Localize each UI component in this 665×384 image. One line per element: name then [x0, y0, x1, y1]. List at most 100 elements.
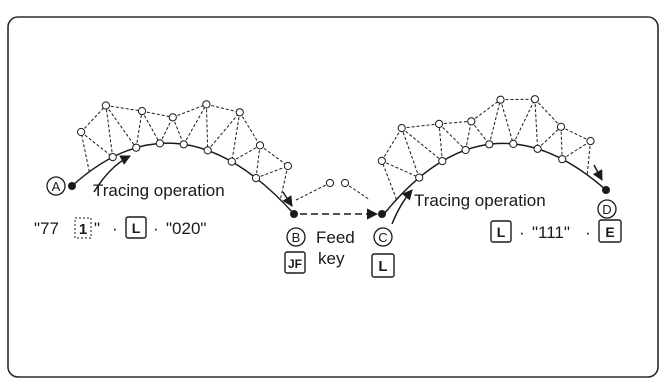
probe-line [401, 127, 420, 178]
point-a-label: A [46, 176, 66, 196]
probe-line [438, 123, 466, 151]
probe-point [397, 124, 406, 133]
tracing-direction-arrow-right [391, 189, 413, 225]
left-trace-arc [71, 142, 295, 215]
key-e-text: E [605, 224, 614, 240]
end-arrow-left [282, 191, 293, 207]
svg-text:D: D [602, 202, 611, 217]
probe-line [231, 144, 261, 163]
tracing-operation-left-label: Tracing operation [93, 181, 225, 200]
probe-line [500, 98, 535, 101]
key-l-under-c: L [371, 253, 395, 278]
probe-line [105, 105, 137, 148]
svg-text:L: L [378, 258, 387, 275]
probe-line [183, 104, 207, 145]
tracing-direction-arrow-left [93, 155, 131, 193]
probe-point [202, 100, 211, 109]
probe-point [77, 127, 86, 137]
probe-point [586, 137, 595, 146]
probe-zigzag-lines [80, 98, 591, 201]
probe-point [251, 174, 261, 183]
left-seq-quote: " [94, 219, 100, 238]
probe-point [168, 113, 177, 122]
probe-line [172, 117, 185, 145]
probe-points [77, 95, 595, 188]
key-l-box-right [490, 220, 512, 243]
key-label: key [318, 249, 345, 268]
key-l-box-left [125, 216, 147, 239]
probe-line [401, 127, 443, 162]
frame [7, 16, 659, 378]
probe-line [534, 99, 539, 149]
point-b-label: B [286, 227, 306, 247]
point-d-dot [602, 186, 610, 194]
probe-line [534, 98, 562, 128]
left-key-sequence: "77 1 " · L · "020" [34, 216, 206, 239]
probe-line [438, 123, 443, 162]
probe-line [465, 121, 472, 151]
tracing-operation-right-label: Tracing operation [414, 191, 546, 210]
left-seq-dot-1: · [112, 219, 118, 238]
jf-key: JF [284, 251, 306, 274]
probe-line [259, 144, 289, 167]
probe-line [206, 103, 240, 113]
probe-line [344, 182, 371, 201]
probe-line [159, 117, 174, 144]
svg-text:B: B [292, 230, 301, 245]
svg-text:C: C [378, 230, 387, 245]
probe-point [340, 178, 350, 188]
probe-point [155, 139, 164, 148]
probe-point [108, 153, 117, 162]
right-seq-dot-2: · [585, 223, 591, 242]
probe-line [80, 131, 90, 172]
right-key-sequence: L · "111" · E [490, 219, 622, 243]
probe-point [558, 155, 567, 164]
probe-point [377, 156, 386, 165]
svg-text:A: A [52, 179, 61, 194]
point-a-dot [68, 182, 76, 190]
point-b-dot [290, 210, 298, 218]
probe-point [137, 107, 147, 116]
probe-line [105, 105, 114, 158]
probe-point [255, 141, 265, 150]
probe-point [438, 157, 447, 166]
point-d-label: D [597, 199, 617, 219]
probe-line [141, 110, 173, 118]
probe-point [485, 140, 494, 149]
key-l-text-right: L [497, 224, 506, 240]
probe-line [439, 120, 472, 125]
probe-line [488, 99, 501, 145]
probe-line [512, 98, 536, 145]
key-1-text: 1 [79, 221, 87, 238]
probe-point [556, 122, 566, 131]
probe-line [560, 126, 563, 160]
key-e-box [598, 219, 622, 243]
probe-line [205, 104, 209, 151]
end-arrow-right [592, 164, 603, 181]
probe-line [207, 111, 241, 151]
probe-line [295, 182, 331, 201]
probe-line [239, 112, 261, 146]
probe-line [401, 123, 440, 129]
probe-line [141, 110, 161, 144]
probe-point [530, 95, 540, 104]
probe-line [381, 160, 420, 179]
probe-point [203, 146, 212, 155]
probe-point [325, 178, 335, 188]
probe-point [101, 101, 111, 110]
key-1-box [74, 217, 92, 239]
right-seq-dot-1: · [519, 223, 525, 242]
probe-line [537, 126, 562, 150]
probe-line [381, 127, 403, 162]
probe-point [179, 140, 188, 149]
probe-line [255, 145, 261, 179]
probe-point [235, 108, 244, 117]
probe-line [80, 131, 114, 158]
probe-line [470, 120, 490, 145]
probe-point [496, 95, 505, 104]
probe-line [561, 140, 591, 160]
feed-label: Feed [316, 228, 355, 247]
right-seq-code-111: "111" [532, 223, 570, 242]
point-c-label: C [373, 227, 393, 247]
